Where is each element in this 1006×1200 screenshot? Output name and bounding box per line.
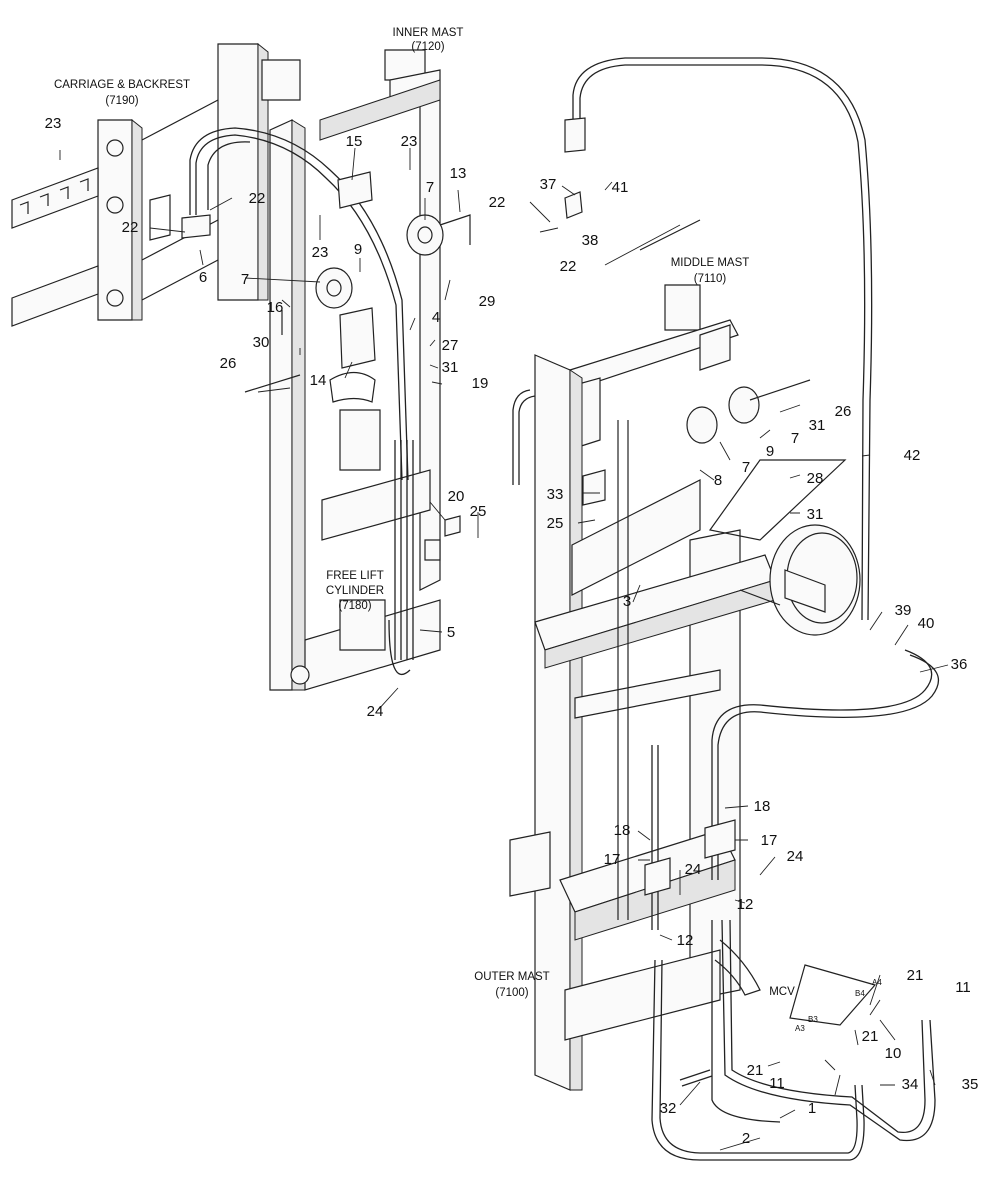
port-label: B4 [855,989,865,998]
callout: 29 [479,293,496,310]
callout: 3 [623,593,631,610]
callout: 2 [742,1130,750,1147]
callout: 40 [918,615,935,632]
callout: 23 [45,115,62,132]
carriage-backrest-drawing [11,42,301,327]
callout: 12 [737,896,754,913]
middle-outer-mast-drawing [509,284,776,1091]
callout: 41 [612,179,629,196]
callout: 37 [540,176,557,193]
callout: 18 [754,798,771,815]
callout: 14 [310,372,327,389]
callout: 20 [448,488,465,505]
callout: 13 [450,165,467,182]
callout: 23 [401,133,418,150]
callout: 17 [604,851,621,868]
section-outer-mast-code: (7100) [495,987,528,999]
callout: 15 [346,133,363,150]
small-parts [181,117,877,1026]
callout: 21 [747,1062,764,1079]
callout: 23 [312,244,329,261]
callout: 9 [766,443,774,460]
callout: 1 [808,1100,816,1117]
callout: 38 [582,232,599,249]
inner-mast-drawing [269,49,441,691]
callout: 31 [809,417,826,434]
callout: 7 [241,271,249,288]
callout: 24 [367,703,384,720]
callout: 36 [951,656,968,673]
callout: 6 [199,269,207,286]
callout: 26 [220,355,237,372]
callout: 39 [895,602,912,619]
callout: 25 [547,515,564,532]
callout: 16 [267,299,284,316]
section-middle-mast: MIDDLE MAST [671,257,750,269]
callout: 8 [714,472,722,489]
section-mcv: MCV [769,986,795,998]
callout: 5 [447,624,455,641]
section-free-lift-line2: CYLINDER [326,585,384,597]
callout: 19 [472,375,489,392]
callout: 33 [547,486,564,503]
section-outer-mast: OUTER MAST [474,971,549,983]
section-free-lift: FREE LIFT [326,570,384,582]
callout: 42 [904,447,921,464]
callout: 9 [354,241,362,258]
callout: 24 [685,861,702,878]
callout: 21 [907,967,924,984]
section-free-lift-code: (7180) [338,600,371,612]
section-titles: INNER MAST (7120) CARRIAGE & BACKREST (7… [54,27,795,999]
leader-lines [59,147,949,1151]
callout: 21 [862,1028,879,1045]
callout: 24 [787,848,804,865]
callout: 28 [807,470,824,487]
section-inner-mast: INNER MAST [393,27,464,39]
section-middle-mast-code: (7110) [694,273,727,285]
callout: 22 [489,194,506,211]
port-label: B3 [808,1015,818,1024]
callout: 11 [769,1075,785,1092]
port-label: A3 [795,1024,805,1033]
callout: 22 [122,219,139,236]
callout: 31 [442,359,459,376]
callout: 25 [470,503,487,520]
section-carriage: CARRIAGE & BACKREST [54,79,190,91]
callout: 12 [677,932,694,949]
callout: 32 [660,1100,677,1117]
callout: 7 [426,179,434,196]
callout: 26 [835,403,852,420]
callout: 30 [253,334,270,351]
callout: 27 [442,337,459,354]
callout: 7 [791,430,799,447]
callout: 22 [560,258,577,275]
callout: 35 [962,1076,979,1093]
section-inner-mast-code: (7120) [411,41,444,53]
callout: 34 [902,1076,919,1093]
mcv-port-labels: A4 B4 B3 A3 [795,978,882,1033]
callout: 10 [885,1045,902,1062]
callouts: 23 22 22 6 15 23 23 7 13 9 7 16 29 4 30 … [45,115,979,1147]
callout: 18 [614,822,631,839]
callout: 22 [249,190,266,207]
callout: 31 [807,506,824,523]
cylinder-head-pulley [739,524,861,636]
callout: 7 [742,459,750,476]
callout: 4 [432,309,440,326]
callout: 17 [761,832,778,849]
callout: 11 [955,979,971,996]
section-carriage-code: (7190) [105,95,138,107]
port-label: A4 [872,978,882,987]
